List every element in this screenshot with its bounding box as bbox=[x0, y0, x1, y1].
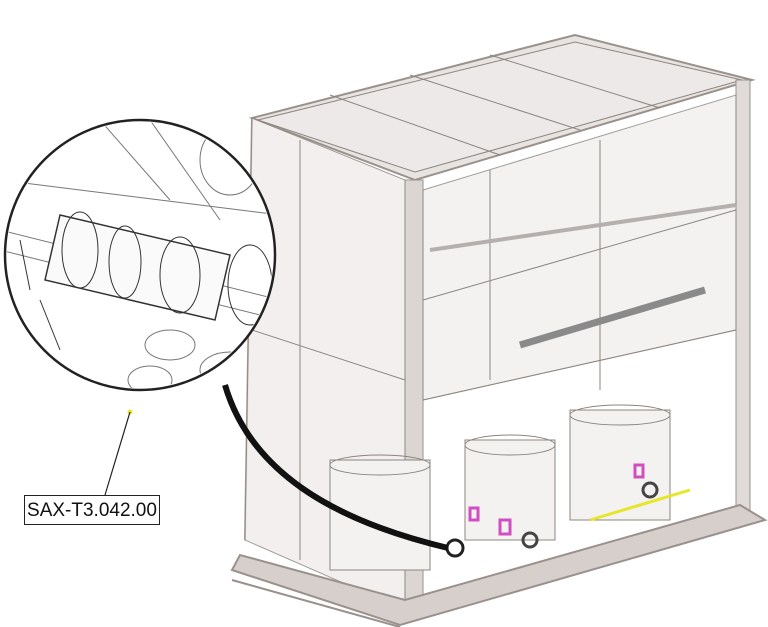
machine-housing bbox=[230, 33, 768, 627]
detail-magnifier bbox=[3, 118, 277, 415]
part-number-label: SAX-T3.042.00 bbox=[24, 495, 160, 525]
callout-connector bbox=[222, 384, 449, 551]
leader-line bbox=[104, 411, 131, 496]
plumbing-details bbox=[445, 463, 691, 558]
